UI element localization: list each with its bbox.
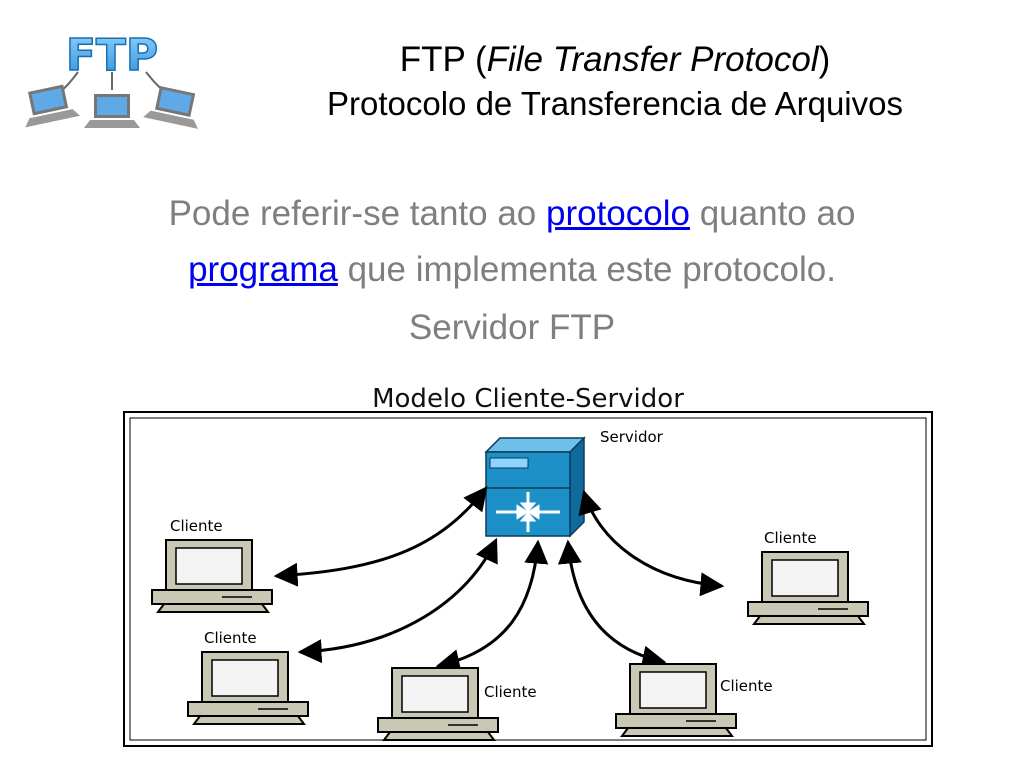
client-label: Cliente: [204, 629, 257, 647]
arrow-client3: [435, 539, 549, 673]
client-label: Cliente: [720, 677, 773, 695]
client-computer-5: Cliente: [747, 529, 869, 625]
server-label: Servidor: [600, 428, 664, 446]
body-text-part: quanto ao: [689, 194, 856, 233]
diagram-title: Modelo Cliente-Servidor: [372, 384, 684, 414]
client-label: Cliente: [170, 517, 223, 535]
title-main: FTP (File Transfer Protocol): [230, 38, 1000, 82]
client-computer-1: Cliente: [151, 517, 273, 613]
logo-text: FTP: [66, 30, 158, 81]
title-prefix: FTP (: [399, 40, 487, 79]
client-computer-4: Cliente: [615, 663, 773, 737]
body-text-part: que implementa este protocolo.: [337, 250, 836, 289]
laptop-icon: [25, 84, 81, 128]
client-computer-2: Cliente: [187, 629, 309, 725]
client-label: Cliente: [484, 683, 537, 701]
laptop-icon: [84, 94, 140, 128]
arrow-client4: [557, 539, 667, 670]
protocolo-link[interactable]: protocolo: [546, 194, 690, 233]
server-icon: [484, 436, 586, 538]
title-italic: File Transfer Protocol: [486, 40, 819, 79]
title-suffix: ): [818, 40, 831, 79]
body-paragraph: Pode referir-se tanto ao protocolo quant…: [60, 186, 964, 298]
title-subtitle: Protocolo de Transferencia de Arquivos: [326, 85, 903, 122]
programa-link[interactable]: programa: [188, 250, 338, 289]
arrow-client5: [578, 489, 725, 597]
connection-arrows: [273, 486, 725, 673]
ftp-logo: FTP: [25, 30, 198, 129]
slide-title: FTP (File Transfer Protocol) Protocolo d…: [230, 38, 1000, 126]
client-computer-3: Cliente: [377, 667, 537, 741]
client-server-diagram: Modelo Cliente-Servidor Servidor: [123, 384, 933, 747]
laptop-icon: [143, 86, 198, 129]
body-text-part: Pode referir-se tanto ao: [168, 194, 546, 233]
client-label: Cliente: [764, 529, 817, 547]
servidor-ftp-heading: Servidor FTP: [408, 308, 616, 347]
